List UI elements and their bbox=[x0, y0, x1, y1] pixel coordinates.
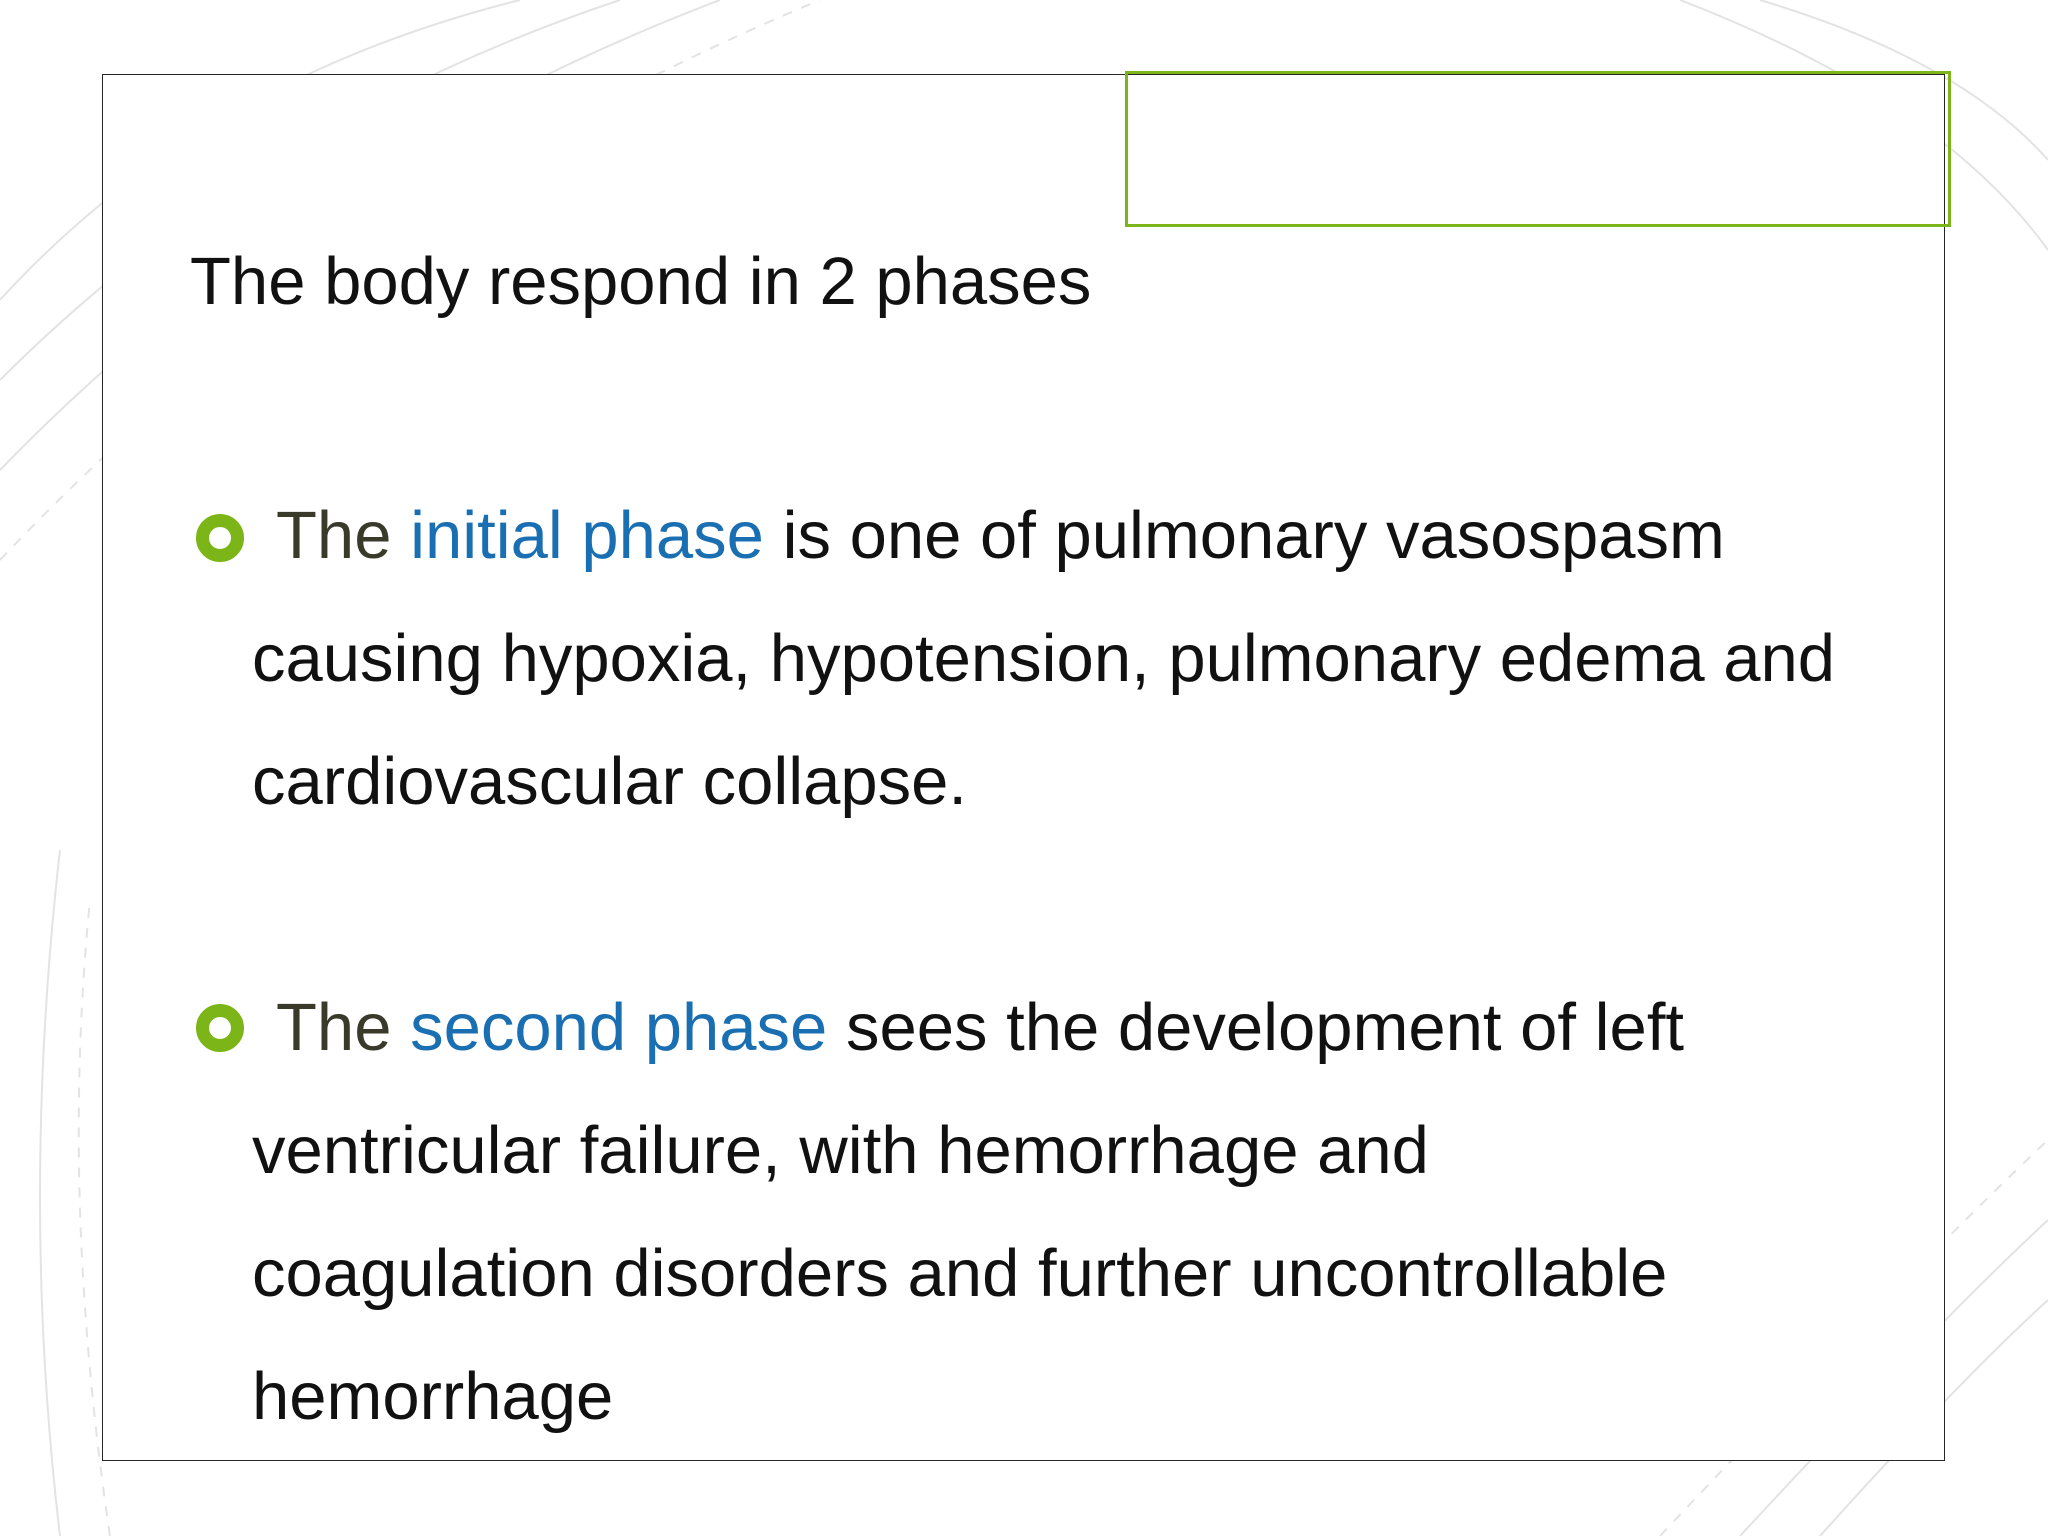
word: the bbox=[1006, 990, 1100, 1065]
word: The bbox=[276, 990, 392, 1065]
bullet-item-second-phase: The second phase sees the development of… bbox=[252, 966, 1770, 1458]
word: hemorrhage bbox=[252, 1359, 614, 1434]
word: vasospasm bbox=[1385, 498, 1725, 573]
highlight-word: second bbox=[410, 990, 627, 1065]
word: sees bbox=[845, 990, 988, 1065]
highlight-word: initial bbox=[410, 498, 563, 573]
word: is bbox=[782, 498, 831, 573]
word: failure, bbox=[579, 1113, 781, 1188]
word: hypoxia, bbox=[501, 621, 752, 696]
word: and bbox=[1723, 621, 1836, 696]
word: disorders bbox=[613, 1236, 889, 1311]
word: edema bbox=[1499, 621, 1705, 696]
word: coagulation bbox=[252, 1236, 595, 1311]
bullet-line: hemorrhage bbox=[252, 1335, 1770, 1458]
word: development bbox=[1117, 990, 1502, 1065]
word: uncontrollable bbox=[1250, 1236, 1668, 1311]
bullet-line: The second phase sees the development of… bbox=[252, 966, 1770, 1089]
ring-bullet-icon bbox=[196, 514, 244, 562]
word: ventricular bbox=[252, 1113, 562, 1188]
highlight-word: phase bbox=[581, 498, 764, 573]
word: hypotension, bbox=[769, 621, 1150, 696]
word: The bbox=[276, 498, 392, 573]
slide-heading: The body respond in 2 phases bbox=[190, 244, 1092, 319]
slide-frame bbox=[102, 71, 1951, 1461]
word: pulmonary bbox=[1054, 498, 1368, 573]
highlight-word: phase bbox=[644, 990, 828, 1065]
bullet-line: causing hypoxia, hypotension, pulmonary … bbox=[252, 597, 1910, 720]
word: and bbox=[1317, 1113, 1429, 1188]
word: one bbox=[849, 498, 962, 573]
word: hemorrhage bbox=[937, 1113, 1299, 1188]
bullet-line: cardiovascular collapse. bbox=[252, 720, 1910, 843]
bullet-line: The initial phase is one of pulmonary va… bbox=[252, 474, 1910, 597]
word: of bbox=[1520, 990, 1577, 1065]
word: pulmonary bbox=[1168, 621, 1482, 696]
bullet-item-initial-phase: The initial phase is one of pulmonary va… bbox=[252, 474, 1910, 843]
accent-box bbox=[1125, 71, 1951, 227]
word: causing bbox=[252, 621, 483, 696]
word: with bbox=[799, 1113, 919, 1188]
word: and bbox=[907, 1236, 1020, 1311]
bullet-line: coagulation disorders and further uncont… bbox=[252, 1212, 1770, 1335]
ring-bullet-icon bbox=[196, 1004, 244, 1052]
word: cardiovascular collapse. bbox=[252, 744, 968, 819]
word: further bbox=[1037, 1236, 1232, 1311]
bullet-line: ventricular failure, with hemorrhage and bbox=[252, 1089, 1770, 1212]
word: left bbox=[1594, 990, 1685, 1065]
word: of bbox=[980, 498, 1036, 573]
